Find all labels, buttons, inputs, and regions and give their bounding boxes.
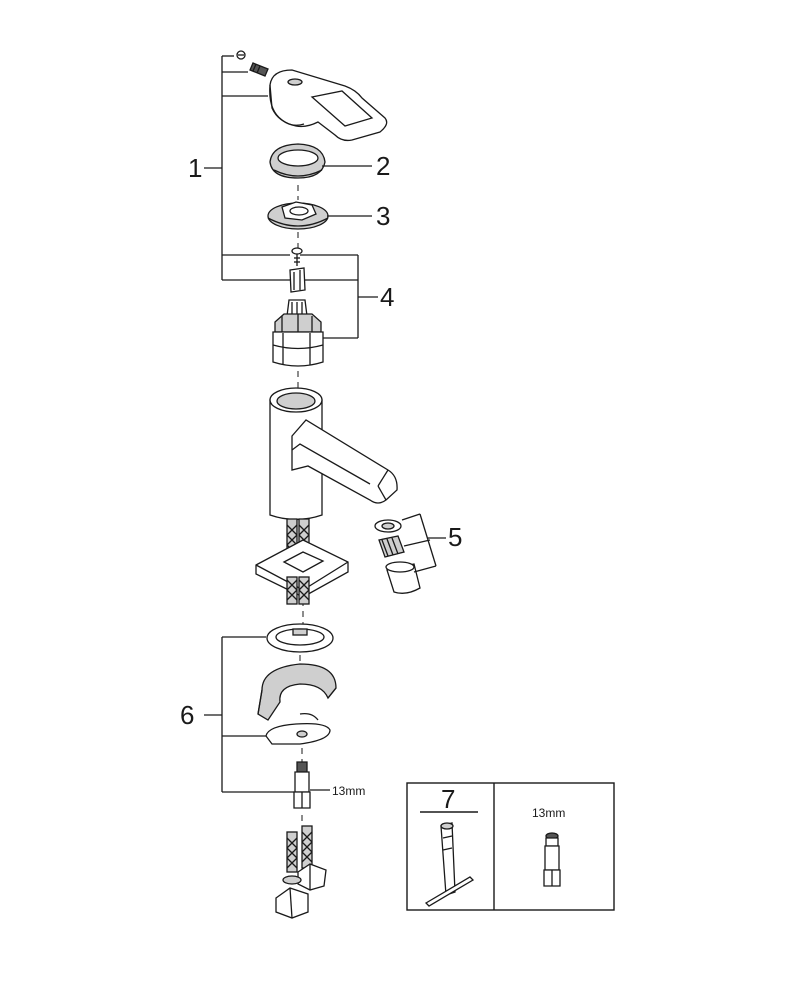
tool-number-7: 7 [441, 784, 455, 814]
mounting-plate [255, 539, 349, 598]
cartridge-assembly [272, 247, 324, 367]
leader-lines [204, 55, 446, 793]
cover-cap [269, 143, 326, 179]
service-key-tool [424, 822, 475, 907]
callout-6: 6 [180, 700, 194, 730]
hex-size-label: 13mm [332, 784, 365, 798]
faucet-body [269, 387, 398, 521]
hex-adapter-tool [543, 832, 561, 887]
lock-nut [267, 201, 329, 230]
tool-box [406, 782, 615, 911]
callout-5: 5 [448, 522, 462, 552]
handle-lever [236, 50, 388, 142]
callout-2: 2 [376, 151, 390, 181]
callout-4: 4 [380, 282, 394, 312]
callout-3: 3 [376, 201, 390, 231]
tool-size-label: 13mm [532, 806, 565, 820]
hose-connectors [275, 825, 327, 919]
callout-1: 1 [188, 153, 202, 183]
aerator-set [374, 519, 421, 594]
supply-hoses-lower [286, 576, 310, 605]
fixing-set [257, 623, 337, 809]
